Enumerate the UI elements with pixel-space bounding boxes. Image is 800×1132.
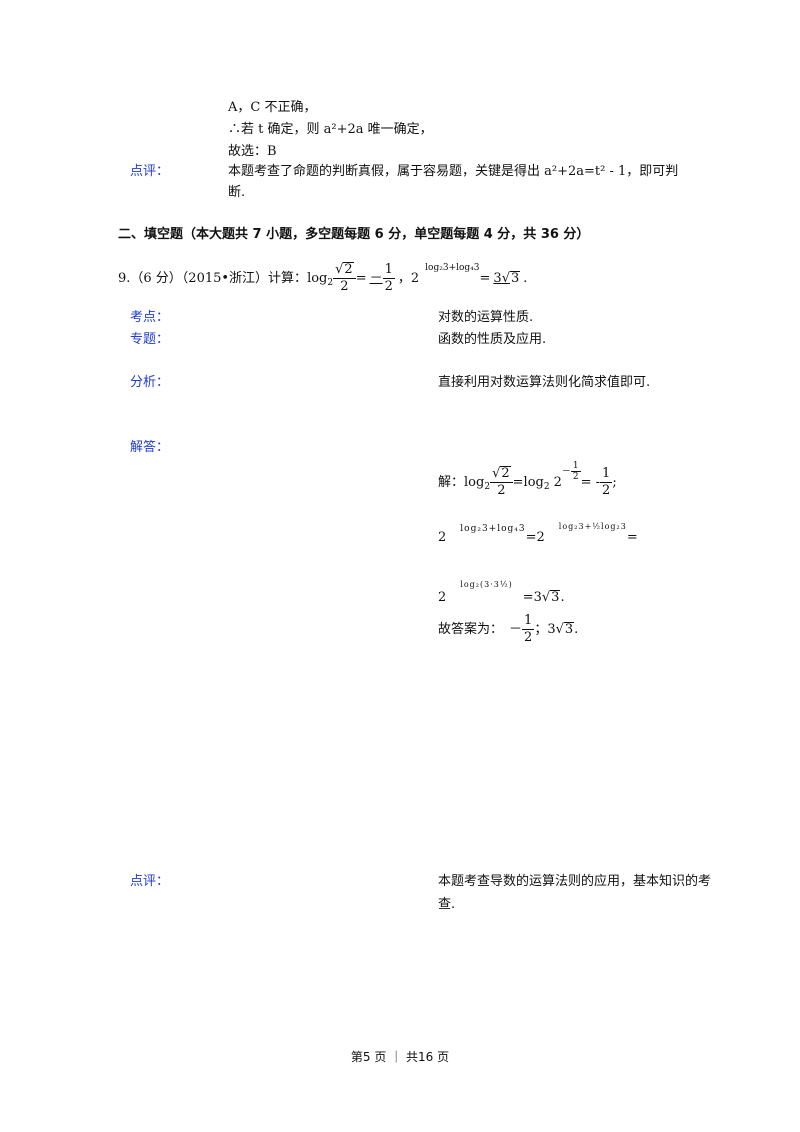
log-text: log [307, 271, 328, 286]
solution-line-2: 2 log₂3+log₄3=2 log₂3+½log₂3= [438, 512, 638, 553]
question-prefix: 9.（6 分）（2015•浙江）计算： [118, 271, 308, 286]
exp-minus: － [561, 467, 571, 477]
fraction-denominator: 2 [340, 279, 349, 294]
equals: = [355, 271, 367, 286]
solution-line-3: 2log₂(3·3½)=3√3. [438, 580, 565, 605]
log-base: 2 [327, 278, 334, 288]
answer-line-1: A，C 不正确， [228, 100, 317, 115]
jieda-label: 解答： [130, 440, 170, 455]
equals: = [626, 530, 638, 545]
result-den: 2 [602, 483, 611, 498]
period: . [523, 271, 528, 286]
comma-two: ，2 [397, 271, 420, 286]
zhuanti-label: 专题： [130, 332, 170, 347]
equals-log: =log [512, 475, 544, 490]
answer-den: 2 [524, 630, 533, 645]
result-radicand: 3 [550, 590, 561, 605]
answer-radicand: 3 [509, 271, 521, 286]
answer-line-2: ∴若 t 确定，则 a²+2a 唯一确定， [228, 122, 433, 137]
exponent-expression: log₂3+log₄3 [425, 263, 480, 273]
answer-num: 1 [522, 613, 535, 630]
sqrt-radicand: 2 [500, 466, 511, 481]
log-base: 2 [484, 482, 491, 492]
equals-two: =2 [525, 530, 545, 545]
fraction-denominator: 2 [497, 483, 506, 498]
equals-three: =3 [522, 590, 542, 605]
solution-prefix: 解： [438, 475, 465, 490]
power-exponent: log₂(3·3½) [460, 580, 513, 589]
semicolon: ; [612, 475, 617, 490]
kaodian-value: 对数的运算性质. [438, 310, 534, 325]
sqrt-radicand: 2 [343, 262, 354, 277]
exp-num: 1 [570, 461, 581, 472]
answer-prefix: 故答案为： [438, 622, 504, 637]
answer-radicand: 3 [563, 622, 575, 637]
answer-numerator: 1 [382, 262, 395, 279]
answer-denominator: 2 [384, 279, 393, 294]
power-base: 2 [553, 475, 562, 490]
dianping-label: 点评： [130, 874, 170, 889]
fenxi-value: 直接利用对数运算法则化简求值即可. [438, 375, 651, 390]
dianping-line-1: 本题考查导数的运算法则的应用，基本知识的考 [438, 874, 712, 889]
kaodian-label: 考点： [130, 310, 170, 325]
log-base: 2 [543, 482, 550, 492]
comment-line-2: 断. [228, 185, 246, 200]
answer-minus: － [369, 271, 383, 286]
answer-blank-2: 3√3 [493, 271, 521, 286]
power-base: 2 [438, 590, 447, 605]
period: . [574, 622, 579, 637]
section-heading: 二、填空题（本大题共 7 小题，多空题每题 6 分，单空题每题 4 分，共 36… [118, 227, 590, 242]
answer-separator: ；3 [534, 622, 556, 637]
power-base: 2 [438, 530, 447, 545]
zhuanti-value: 函数的性质及应用. [438, 332, 547, 347]
log-text: log [464, 475, 485, 490]
comment-label: 点评： [130, 164, 170, 179]
answer-line-3: 故选：B [228, 144, 277, 159]
fenxi-label: 分析： [130, 375, 170, 390]
page-footer: 第5 页 ｜ 共16 页 [350, 1050, 450, 1064]
answer-coeff: 3 [493, 271, 502, 286]
equals-2: = [479, 271, 491, 286]
power-exponent: log₂3+log₄3 [460, 524, 526, 534]
equals-minus: = - [580, 475, 601, 490]
comment-line-1: 本题考查了命题的判断真假，属于容易题，关键是得出 a²+2a=t² - 1，即可… [228, 164, 679, 179]
dianping-line-2: 查. [438, 897, 456, 912]
period: . [560, 590, 565, 605]
exp-den: 2 [572, 472, 579, 482]
result-num: 1 [600, 466, 613, 483]
power-exponent-2: log₂3+½log₂3 [558, 522, 627, 531]
answer-minus: － [509, 622, 523, 637]
